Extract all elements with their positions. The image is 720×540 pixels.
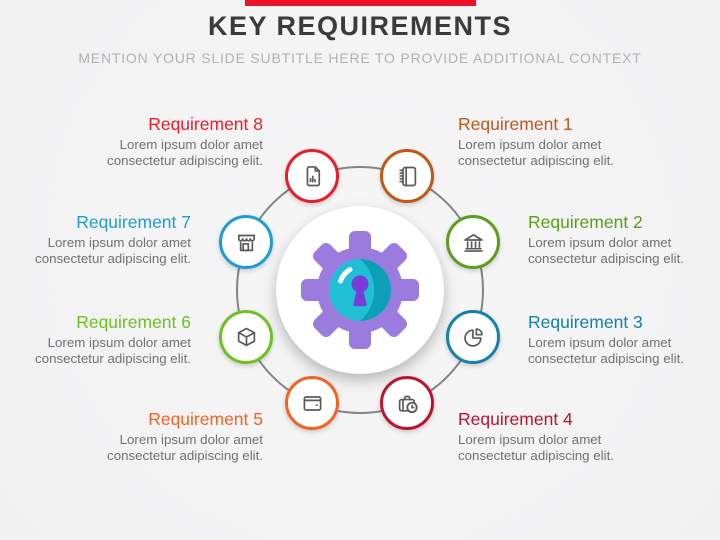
body-line: Lorem ipsum dolor amet [528,235,672,250]
body-line: consectetur adipiscing elit. [528,351,684,366]
body-line: consectetur adipiscing elit. [35,351,191,366]
document-chart-icon [306,165,320,186]
requirement-7-title: Requirement 7 [76,212,191,232]
lock-ball-highlight [338,267,353,284]
requirement-6-block: Requirement 6 Lorem ipsum dolor amet con… [6,312,191,367]
center-hub-circle [276,206,444,374]
wallet-icon [303,395,321,411]
requirement-3-body: Lorem ipsum dolor amet consectetur adipi… [528,335,713,367]
body-line: Lorem ipsum dolor amet [47,335,191,350]
requirement-3-circle [446,310,500,364]
storefront-icon [237,234,255,251]
lock-ball-shade [360,259,391,321]
requirement-7-circle [219,215,273,269]
requirement-8-title: Requirement 8 [148,114,263,134]
requirement-5-circle [285,376,339,430]
page-title: KEY REQUIREMENTS [207,11,513,41]
body-line: consectetur adipiscing elit. [35,251,191,266]
notebook-icon [398,166,416,186]
requirement-1-title: Requirement 1 [458,114,573,134]
requirement-8-body: Lorem ipsum dolor amet consectetur adipi… [48,137,263,169]
briefcase-clock-icon [398,395,418,413]
requirement-3-block: Requirement 3 Lorem ipsum dolor amet con… [528,312,713,367]
body-line: Lorem ipsum dolor amet [119,432,263,447]
body-line: Lorem ipsum dolor amet [458,137,602,152]
requirement-4-body: Lorem ipsum dolor amet consectetur adipi… [458,432,673,464]
bank-icon [463,233,483,252]
body-line: consectetur adipiscing elit. [458,153,614,168]
requirement-1-circle [380,149,434,203]
requirement-5-block: Requirement 5 Lorem ipsum dolor amet con… [48,409,263,464]
requirement-4-title: Requirement 4 [458,409,573,429]
requirement-7-block: Requirement 7 Lorem ipsum dolor amet con… [6,212,191,267]
requirement-6-circle [219,310,273,364]
requirement-1-block: Requirement 1 Lorem ipsum dolor amet con… [458,114,673,169]
requirement-8-circle [285,149,339,203]
requirement-2-block: Requirement 2 Lorem ipsum dolor amet con… [528,212,713,267]
requirement-3-title: Requirement 3 [528,312,643,332]
body-line: consectetur adipiscing elit. [107,448,263,463]
requirement-1-body: Lorem ipsum dolor amet consectetur adipi… [458,137,673,169]
body-line: consectetur adipiscing elit. [107,153,263,168]
body-line: consectetur adipiscing elit. [528,251,684,266]
requirement-2-circle [446,215,500,269]
requirement-4-block: Requirement 4 Lorem ipsum dolor amet con… [458,409,673,464]
body-line: consectetur adipiscing elit. [458,448,614,463]
requirement-5-title: Requirement 5 [148,409,263,429]
requirement-7-body: Lorem ipsum dolor amet consectetur adipi… [6,235,191,267]
keyhole-icon [351,275,369,307]
requirement-8-block: Requirement 8 Lorem ipsum dolor amet con… [48,114,263,169]
body-line: Lorem ipsum dolor amet [458,432,602,447]
requirement-2-title: Requirement 2 [528,212,643,232]
requirement-6-title: Requirement 6 [76,312,191,332]
accent-bar [245,0,476,6]
gear-lock-icon [301,231,419,349]
page-subtitle: MENTION YOUR SLIDE SUBTITLE HERE TO PROV… [78,50,642,66]
requirement-5-body: Lorem ipsum dolor amet consectetur adipi… [48,432,263,464]
body-line: Lorem ipsum dolor amet [47,235,191,250]
requirement-6-body: Lorem ipsum dolor amet consectetur adipi… [6,335,191,367]
body-line: Lorem ipsum dolor amet [528,335,672,350]
requirement-2-body: Lorem ipsum dolor amet consectetur adipi… [528,235,713,267]
requirement-4-circle [380,376,434,430]
body-line: Lorem ipsum dolor amet [119,137,263,152]
cube-icon [237,327,255,346]
pie-chart-icon [463,327,483,347]
